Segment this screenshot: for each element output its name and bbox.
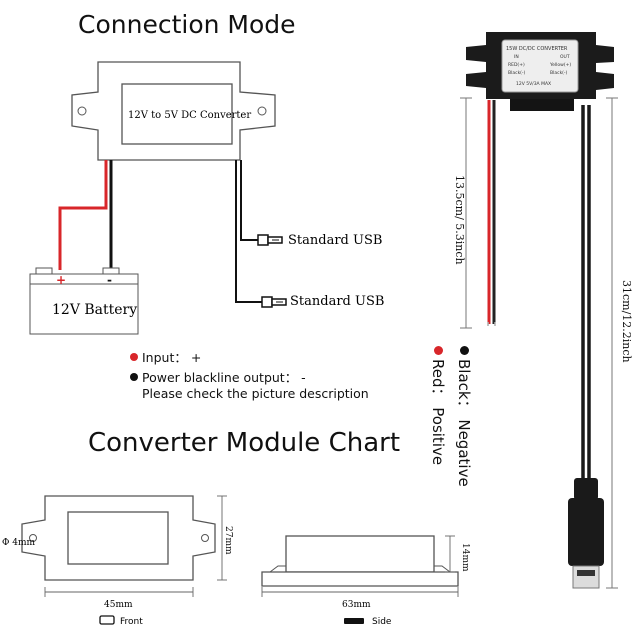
usb-female-connector	[568, 478, 604, 589]
front-view-icon	[99, 615, 115, 625]
dimension-short	[460, 97, 472, 329]
side-height-label: 14mm	[460, 543, 470, 572]
product-label-out: OUT	[560, 54, 570, 60]
black-dot-icon	[460, 346, 469, 355]
legend-input-text: Input： +	[142, 350, 202, 365]
legend-output-text: Power blackline output： -	[142, 370, 306, 385]
dimension-long	[606, 97, 618, 589]
wire-red-label: Red： Positive	[428, 346, 449, 465]
red-dot-icon	[130, 353, 138, 361]
battery	[29, 267, 139, 335]
side-dimensions	[261, 535, 459, 597]
battery-label: 12V Battery	[52, 302, 137, 318]
dimension-short-label: 13.5cm/ 5.3inch	[453, 175, 466, 265]
product-label-black-out: Black(-)	[550, 70, 568, 76]
product-label-yellow: Yellow(+)	[549, 62, 571, 68]
usb-label-2: Standard USB	[290, 294, 384, 309]
connection-mode-heading: Connection Mode	[78, 10, 296, 39]
usb-wire-1	[240, 160, 258, 241]
usb-label-1: Standard USB	[288, 233, 382, 248]
wire-red-text: Red： Positive	[429, 359, 447, 466]
usb-plug-icon	[257, 234, 283, 246]
side-caption: Side	[372, 617, 392, 627]
legend-input: Input： +	[130, 347, 201, 366]
converter-module-chart-heading: Converter Module Chart	[88, 428, 401, 458]
side-width-label: 63mm	[342, 600, 371, 610]
converter-box	[71, 61, 276, 161]
dimension-long-label: 31cm/12.2inch	[620, 280, 633, 363]
legend-output: Power blackline output： -	[130, 367, 306, 386]
black-dot-icon	[130, 373, 138, 381]
front-height-label: 27mm	[223, 526, 233, 555]
product-label-in: IN	[514, 54, 519, 60]
side-view-icon	[344, 618, 364, 624]
usb-wire-2	[235, 160, 262, 303]
battery-minus: -	[107, 273, 112, 287]
usb-plug-icon	[261, 296, 287, 308]
side-view	[261, 535, 459, 587]
product-label-title: 15W DC/DC CONVERTER	[506, 46, 568, 52]
wire-black-text: Black： Negative	[455, 359, 473, 487]
red-dot-icon	[434, 346, 443, 355]
wire-black-label: Black： Negative	[454, 346, 475, 487]
front-dimensions	[44, 495, 227, 597]
product-module	[466, 32, 614, 111]
front-width-label: 45mm	[104, 600, 133, 610]
product-label-black-in: Black(-)	[508, 70, 526, 76]
hole-diameter-label: Φ 4mm	[2, 538, 35, 548]
battery-plus: +	[56, 273, 66, 287]
legend-note: Please check the picture description	[142, 386, 369, 401]
front-caption: Front	[120, 617, 143, 627]
red-wire	[58, 160, 108, 270]
front-view	[21, 495, 216, 581]
product-label-spec: 12V 5V/3A MAX	[516, 81, 551, 87]
product-label-red: RED(+)	[508, 62, 525, 68]
converter-label: 12V to 5V DC Converter	[128, 110, 251, 121]
